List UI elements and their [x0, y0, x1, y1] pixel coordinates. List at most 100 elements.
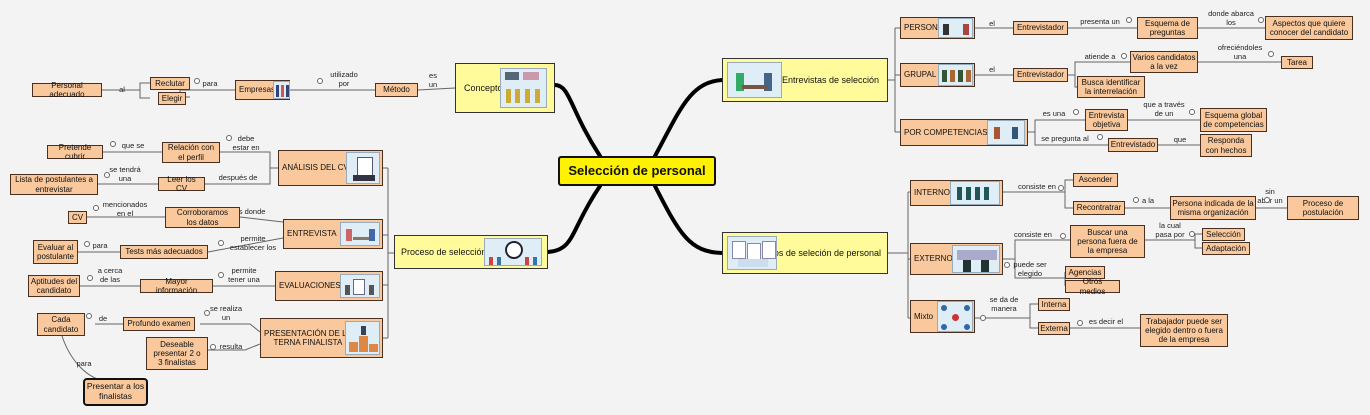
reclutar-node[interactable]: Reclutar: [150, 77, 190, 90]
presentar-finalistas-node[interactable]: Presentar a los finalistas: [83, 378, 148, 406]
collapse-toggle[interactable]: [980, 315, 986, 321]
agencias-node[interactable]: Agencias: [1065, 266, 1105, 279]
label-debe-estar-en: debe estar en: [232, 134, 260, 152]
concepto-label: Concepto: [464, 82, 503, 93]
tarea-node[interactable]: Tarea: [1281, 56, 1313, 69]
collapse-toggle[interactable]: [1097, 134, 1103, 140]
externa-node[interactable]: Externa: [1038, 322, 1070, 335]
adaptacion-node[interactable]: Adaptación: [1202, 242, 1250, 255]
collapse-toggle[interactable]: [86, 313, 92, 319]
lista-postulantes-node[interactable]: Lista de postulantes a entrevistar: [10, 174, 98, 195]
mixto-label: Mixto: [914, 311, 934, 321]
collapse-toggle[interactable]: [218, 272, 224, 278]
interna-node[interactable]: Interna: [1038, 298, 1070, 311]
elegir-node[interactable]: Elegir: [158, 92, 186, 105]
esquema-preguntas-node[interactable]: Esquema de preguntas: [1137, 17, 1198, 39]
empresas-people-icon: [273, 81, 290, 99]
label-que-a-traves: que a través de un: [1143, 100, 1185, 118]
mayor-informacion-node[interactable]: Mayor información: [140, 277, 213, 295]
branch-tipos: [653, 184, 724, 255]
collapse-toggle[interactable]: [204, 310, 210, 316]
interno-label: INTERNO: [914, 188, 950, 198]
seleccion-node[interactable]: Selección: [1202, 228, 1245, 241]
collapse-toggle[interactable]: [110, 141, 116, 147]
collapse-toggle[interactable]: [1258, 17, 1264, 23]
label-el-grupal: el: [989, 65, 995, 74]
collapse-toggle[interactable]: [1060, 233, 1066, 239]
label-consiste-en: consiste en: [1018, 182, 1056, 191]
aptitudes-node[interactable]: Aptitudes del candidato: [28, 275, 80, 297]
collapse-toggle[interactable]: [1073, 109, 1079, 115]
branch-proceso: [546, 184, 602, 254]
label-se-tendra-una: se tendrá una: [109, 165, 141, 183]
entrevistador-grupal-node[interactable]: Entrevistador: [1013, 68, 1068, 82]
interno-team-icon: [950, 181, 1000, 205]
label-consiste-en-externo: consiste en: [1014, 230, 1052, 239]
entrevista-label: ENTREVISTA: [287, 229, 337, 239]
cv-node[interactable]: CV: [68, 211, 87, 224]
collapse-toggle[interactable]: [1189, 109, 1195, 115]
collapse-toggle[interactable]: [226, 135, 232, 141]
label-para: para: [202, 79, 218, 88]
collapse-toggle[interactable]: [1121, 53, 1127, 59]
label-es-un: es un: [428, 71, 438, 89]
profundo-examen-node[interactable]: Profundo examen: [123, 317, 195, 331]
buscar-persona-node[interactable]: Buscar una persona fuera de la empresa: [1070, 225, 1145, 258]
analisis-cv-label: ANÁLISIS DEL CV: [282, 163, 349, 173]
collapse-toggle[interactable]: [84, 241, 90, 247]
label-resulta: resulta: [219, 342, 243, 351]
central-topic[interactable]: Selección de personal: [558, 156, 716, 186]
busca-identificar-node[interactable]: Busca identificar la interrelación: [1077, 76, 1145, 98]
personal-label: PERSONAL: [904, 23, 948, 33]
trabajador-node[interactable]: Trabajador puede ser elegido dentro o fu…: [1140, 314, 1228, 347]
varios-candidatos-node[interactable]: Varios candidatos a la vez: [1130, 51, 1198, 73]
collapse-toggle[interactable]: [1189, 231, 1195, 237]
label-es-decir-el: es decir el: [1088, 317, 1124, 326]
responda-hechos-node[interactable]: Responda con hechos: [1200, 134, 1252, 157]
otros-medios-node[interactable]: Otros medios: [1065, 277, 1120, 296]
personal-adecuado-node[interactable]: Personal adecuado: [32, 81, 102, 99]
label-que: que: [1173, 135, 1187, 144]
aspectos-node[interactable]: Aspectos que quiere conocer del candidat…: [1265, 16, 1353, 40]
collapse-toggle[interactable]: [1004, 262, 1010, 268]
entrevistado-node[interactable]: Entrevistado: [1108, 138, 1158, 152]
corroboramos-node[interactable]: Corroboramos los datos: [165, 207, 240, 228]
pretende-cubrir-node[interactable]: Pretende cubrir: [47, 143, 103, 161]
collapse-toggle[interactable]: [1058, 185, 1064, 191]
tipos-label: Tipos de seleción de personal: [761, 247, 881, 258]
collapse-toggle[interactable]: [1126, 17, 1132, 23]
collapse-toggle[interactable]: [194, 78, 200, 84]
proceso-postulacion-node[interactable]: Proceso de postulación: [1287, 196, 1359, 220]
collapse-toggle[interactable]: [1077, 320, 1083, 326]
metodo-node[interactable]: Método: [375, 83, 418, 97]
collapse-toggle[interactable]: [210, 344, 216, 350]
leer-cv-node[interactable]: Leer los CV: [158, 175, 205, 193]
collapse-toggle[interactable]: [87, 275, 93, 281]
collapse-toggle[interactable]: [1268, 51, 1274, 57]
relacion-perfil-node[interactable]: Relación con el perfil: [162, 142, 220, 163]
label-al: al: [119, 85, 125, 94]
label-la-cual-pasa-por: la cual pasa por: [1155, 221, 1185, 239]
entrevistador-node[interactable]: Entrevistador: [1013, 21, 1068, 35]
collapse-toggle[interactable]: [1264, 197, 1270, 203]
collapse-toggle[interactable]: [93, 205, 99, 211]
deseable-node[interactable]: Deseable presentar 2 o 3 finalistas: [146, 337, 208, 370]
persona-indicada-node[interactable]: Persona indicada de la misma organizació…: [1170, 196, 1256, 220]
collapse-toggle[interactable]: [1133, 197, 1139, 203]
tests-node[interactable]: Tests más adecuados: [120, 245, 208, 259]
evaluar-node[interactable]: Evaluar al postulante: [33, 240, 78, 264]
collapse-toggle[interactable]: [218, 240, 224, 246]
entrevistas-illustration-icon: [727, 62, 782, 98]
presentacion-podium-icon: [345, 321, 380, 355]
label-se-pregunta-al: se pregunta al: [1041, 134, 1089, 143]
label-sin-abrir-un: sin abrir un: [1257, 187, 1283, 205]
ascender-node[interactable]: Ascender: [1073, 173, 1118, 187]
recontratrar-node[interactable]: Recontratrar: [1073, 201, 1125, 215]
cada-candidato-node[interactable]: Cada candidato: [37, 313, 85, 336]
collapse-toggle[interactable]: [317, 78, 323, 84]
entrevista-objetiva-node[interactable]: Entrevista objetiva: [1085, 109, 1128, 131]
esquema-global-node[interactable]: Esquema global de competencias: [1200, 108, 1267, 132]
collapse-toggle[interactable]: [104, 172, 110, 178]
tipos-documents-icon: [727, 236, 777, 270]
label-acerca-de-las: a cerca de las: [97, 266, 123, 284]
